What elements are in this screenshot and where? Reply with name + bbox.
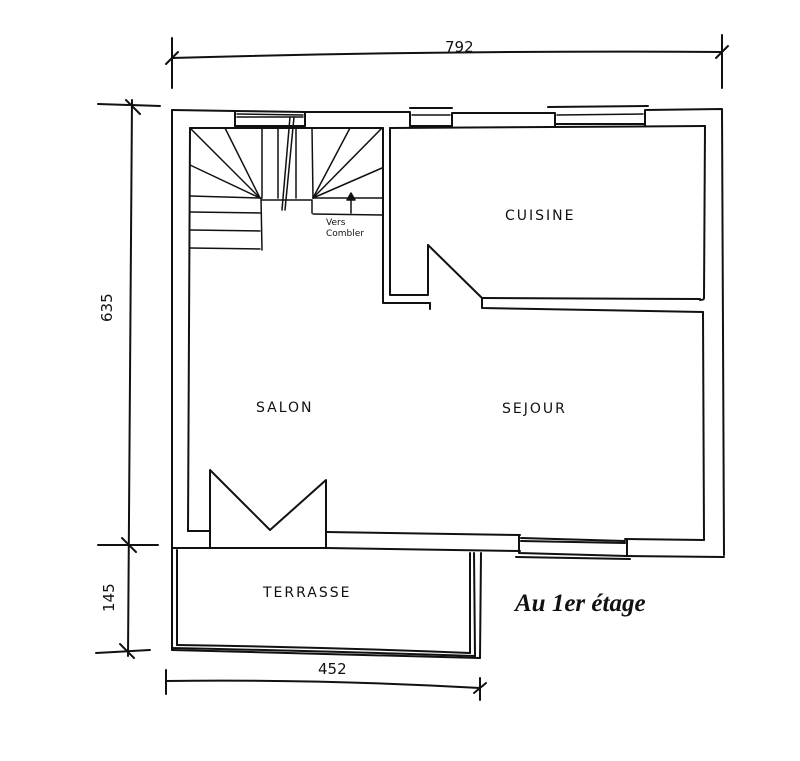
dimension-label-height-main: 635 bbox=[98, 293, 116, 322]
dimension-label-terrace-width: 452 bbox=[318, 660, 347, 678]
outer-walls bbox=[171, 105, 725, 560]
room-label-cuisine: CUISINE bbox=[505, 208, 576, 224]
terrace-outline bbox=[171, 544, 482, 659]
room-label-terrasse: TERRASSE bbox=[263, 585, 352, 601]
room-label-sejour: SEJOUR bbox=[502, 401, 567, 417]
stairs-note-line1: Vers bbox=[326, 218, 346, 228]
staircase bbox=[189, 116, 384, 251]
dimension-bottom-452 bbox=[165, 669, 487, 701]
floor-caption: Au 1er étage bbox=[515, 590, 646, 617]
french-door bbox=[209, 469, 327, 549]
stairs-note: Vers Combler bbox=[326, 218, 364, 240]
top-windows bbox=[236, 113, 644, 118]
stairs-note-line2: Combler bbox=[326, 229, 365, 239]
dimension-label-height-terrace: 145 bbox=[100, 583, 118, 612]
kitchen-walls bbox=[382, 127, 704, 313]
dimension-left bbox=[95, 99, 161, 659]
room-label-salon: SALON bbox=[256, 400, 314, 416]
dimension-top-792 bbox=[165, 34, 729, 89]
dimension-label-width: 792 bbox=[445, 38, 474, 56]
